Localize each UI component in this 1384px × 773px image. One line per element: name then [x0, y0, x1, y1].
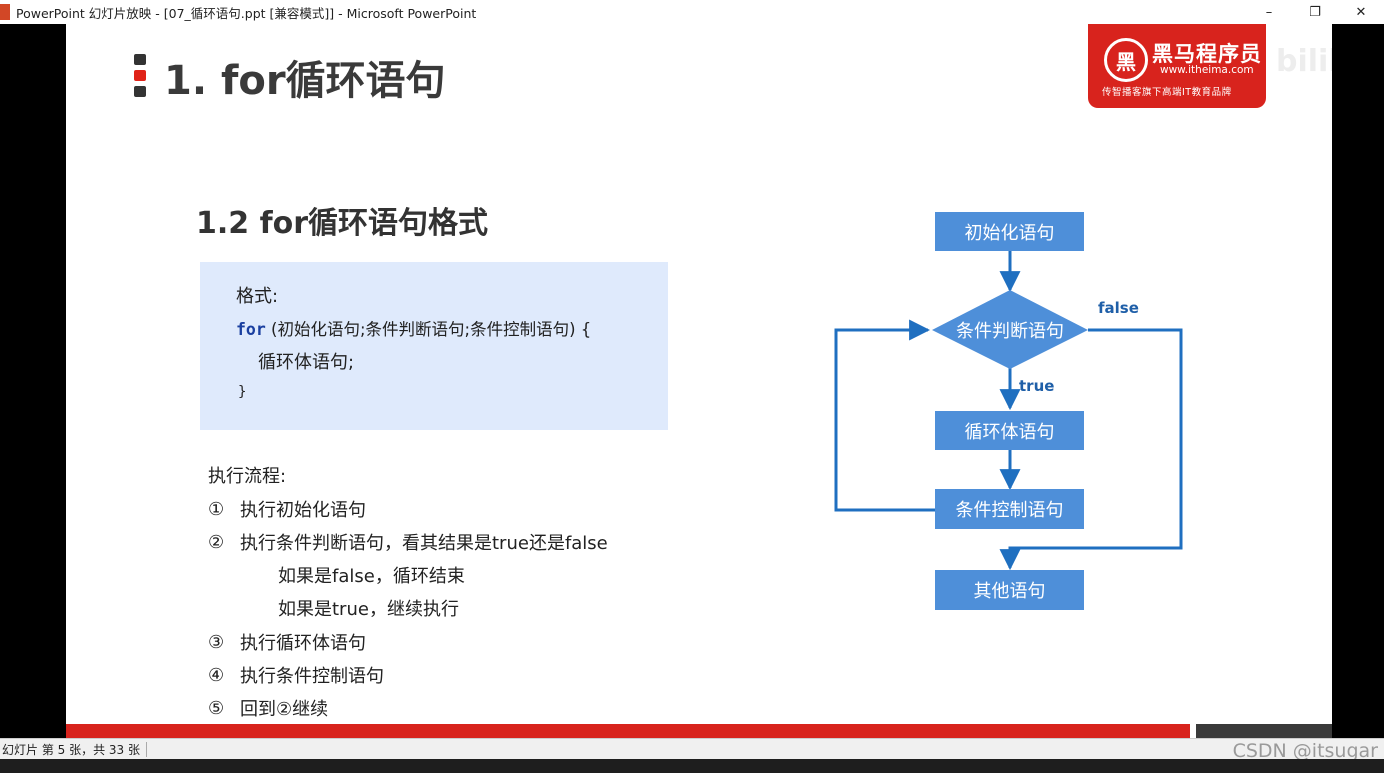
minimize-button[interactable]: –: [1265, 4, 1273, 20]
brand-logo: 黑 黑马程序员 www.itheima.com 传智播客旗下高端IT教育品牌: [1088, 24, 1266, 108]
step-text: 如果是true，继续执行: [278, 599, 459, 620]
step-text: 回到②继续: [240, 699, 329, 720]
powerpoint-icon: [0, 4, 10, 20]
logo-name: 黑马程序员: [1152, 42, 1262, 66]
restore-button[interactable]: ❐: [1309, 4, 1321, 20]
step-item: ④ 执行条件控制语句: [208, 662, 384, 688]
csdn-watermark: CSDN @itsugar: [1232, 740, 1378, 762]
flow-init-box: 初始化语句: [935, 212, 1084, 251]
flow-control-box: 条件控制语句: [935, 489, 1084, 529]
slide-footer-bar-dark: [1196, 724, 1332, 738]
logo-slogan: 传智播客旗下高端IT教育品牌: [1102, 87, 1232, 98]
syntax-body: 循环体语句;: [258, 352, 355, 373]
step-number: ②: [208, 531, 225, 553]
step-number: ⑤: [208, 697, 225, 719]
flow-body-box: 循环体语句: [935, 411, 1084, 450]
step-text: 如果是false，循环结束: [278, 566, 465, 587]
step-text: 执行条件控制语句: [240, 666, 384, 687]
step-item: ⑤ 回到②继续: [208, 695, 328, 721]
step-sub-item: 如果是false，循环结束: [278, 562, 465, 588]
step-text: 执行初始化语句: [240, 500, 366, 521]
section-title: 1.2 for循环语句格式: [196, 206, 489, 241]
slide-counter: 幻灯片 第 5 张，共 33 张: [2, 742, 140, 757]
flow-label-false: false: [1098, 299, 1139, 317]
for-keyword: for: [236, 320, 266, 339]
step-number: ④: [208, 664, 225, 686]
syntax-header: for (初始化语句;条件判断语句;条件控制语句) {: [236, 316, 591, 340]
step-number: ①: [208, 498, 225, 520]
step-item: ③ 执行循环体语句: [208, 629, 366, 655]
slide-footer-bar: [66, 724, 1190, 738]
step-item: ① 执行初始化语句: [208, 496, 366, 522]
flow-condition-label: 条件判断语句: [956, 321, 1064, 342]
status-separator: [145, 741, 147, 757]
bilibili-watermark: bilibili: [1276, 44, 1332, 79]
taskbar: [0, 759, 1384, 773]
step-number: ③: [208, 631, 225, 653]
title-bullet-icon: [134, 54, 146, 98]
syntax-header-rest: (初始化语句;条件判断语句;条件控制语句) {: [265, 320, 592, 339]
step-item: ② 执行条件判断语句，看其结果是true还是false: [208, 529, 608, 555]
step-text: 执行循环体语句: [240, 633, 366, 654]
step-text: 执行条件判断语句，看其结果是true还是false: [240, 533, 608, 554]
syntax-label: 格式:: [236, 286, 279, 307]
flow-title: 执行流程:: [208, 466, 287, 487]
flow-other-box: 其他语句: [935, 570, 1084, 610]
slide-title: 1. for循环语句: [164, 58, 446, 104]
slide-canvas[interactable]: 1. for循环语句 黑 黑马程序员 www.itheima.com 传智播客旗…: [66, 24, 1332, 738]
logo-url: www.itheima.com: [1160, 64, 1254, 76]
syntax-close-brace: }: [238, 384, 247, 400]
status-bar: 幻灯片 第 5 张，共 33 张: [0, 738, 1384, 759]
step-sub-item: 如果是true，继续执行: [278, 595, 459, 621]
arrow-control-to-condition: [834, 319, 936, 512]
syntax-box: 格式: for (初始化语句;条件判断语句;条件控制语句) { 循环体语句; }: [200, 262, 668, 430]
logo-mark-icon: 黑: [1104, 38, 1148, 82]
window-controls: – ❐ ✕: [1246, 0, 1384, 24]
close-button[interactable]: ✕: [1355, 4, 1367, 20]
flow-label-true: true: [1019, 377, 1055, 395]
window-title-bar: PowerPoint 幻灯片放映 - [07_循环语句.ppt [兼容模式]] …: [0, 0, 1384, 24]
window-title: PowerPoint 幻灯片放映 - [07_循环语句.ppt [兼容模式]] …: [16, 5, 477, 21]
